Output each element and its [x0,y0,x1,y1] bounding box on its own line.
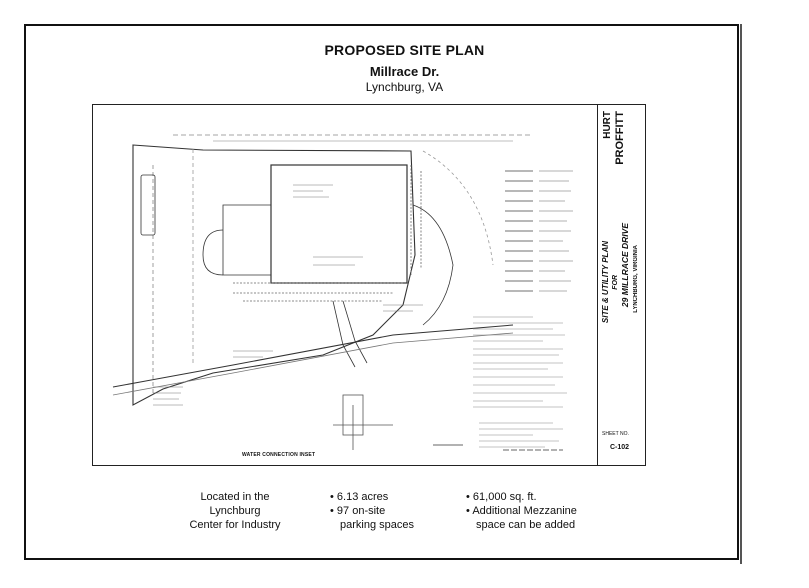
location-line-2: Lynchburg [209,505,261,517]
firm-name-proffitt: PROFFITT [614,111,626,165]
building-facts: • 61,000 sq. ft. • Additional Mezzanine … [466,490,577,532]
acreage-item: • 6.13 acres [330,490,414,504]
sheet-shadow [740,24,742,564]
mezzanine-text-line2: space can be added [476,519,576,531]
site-plan-linework [112,134,573,451]
plan-for: FOR [612,275,619,290]
bullet-icon: • [330,491,334,503]
city-name: Lynchburg, VA [365,80,444,94]
plan-city: LYNCHBURG, VIRGINIA [633,245,639,313]
site-facts: • 6.13 acres • 97 on-site parking spaces [330,490,414,532]
parking-text-line1: 97 on-site [336,505,386,517]
mezzanine-text-line1: Additional Mezzanine [472,505,577,517]
street-name: Millrace Dr. [369,64,440,79]
bullet-icon: • [466,491,470,503]
title-block: HURT PROFFITT SITE & UTILITY PLAN FOR 29… [597,105,645,465]
location-line-1: Located in the [200,491,270,503]
acreage-text: 6.13 acres [336,491,389,503]
page-title: PROPOSED SITE PLAN [324,42,485,58]
square-footage-text: 61,000 sq. ft. [472,491,537,503]
site-plan-drawing: HURT PROFFITT SITE & UTILITY PLAN FOR 29… [92,104,646,466]
parking-item: • 97 on-site [330,504,414,518]
firm-name-hurt: HURT [602,111,613,139]
plan-name: SITE & UTILITY PLAN [601,241,610,324]
mezzanine-item: • Additional Mezzanine [466,504,577,518]
sheet-number: C-102 [610,444,630,451]
plan-address: 29 MILLRACE DRIVE [620,223,630,308]
sheet-number-label: SHEET NO. [602,431,629,437]
bullet-icon: • [466,505,470,517]
bullet-icon: • [330,505,334,517]
location-line-3: Center for Industry [189,519,281,531]
location-description: Located in the Lynchburg Center for Indu… [176,490,294,532]
square-footage-item: • 61,000 sq. ft. [466,490,577,504]
water-connection-label: WATER CONNECTION INSET [242,452,316,458]
parking-text-line2: parking spaces [340,519,414,531]
